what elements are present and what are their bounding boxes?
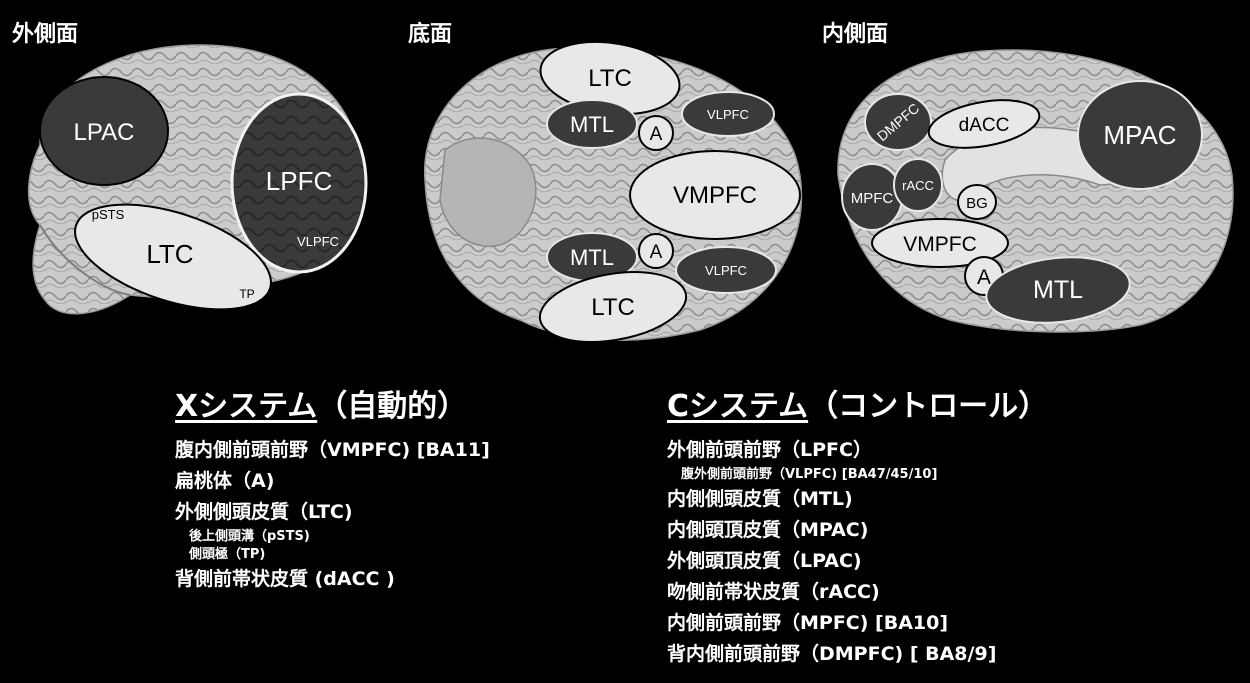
x-system-heading-note: （自動的） bbox=[317, 389, 468, 424]
label-medial-a: A bbox=[977, 266, 991, 289]
label-medial-vmpfc: VMPFC bbox=[903, 233, 977, 256]
c-system-items: 外側前頭前野（LPFC） 腹外側前頭前野（VLPFC) [BA47/45/10] 内… bbox=[667, 435, 1048, 670]
region-ventral-ltc-bottom: LTC bbox=[538, 271, 688, 343]
region-medial-mpfc: MPFC bbox=[841, 163, 903, 231]
region-ventral-vlpfc-top: VLPFC bbox=[681, 91, 775, 137]
label-medial-dacc: dACC bbox=[959, 115, 1010, 136]
c-system-legend: Cシステム（コントロール） 外側前頭前野（LPFC） 腹外側前頭前野（VLPFC)… bbox=[667, 387, 1048, 670]
legend-item: 扁桃体（A) bbox=[175, 470, 275, 492]
legend-subitem: 腹外側前頭前野（VLPFC) [BA47/45/10] bbox=[681, 467, 938, 482]
region-medial-dacc: dACC bbox=[927, 99, 1041, 149]
legend-item: 内側頭頂皮質（MPAC) bbox=[667, 519, 869, 541]
label-ventral-vlpfc-top: VLPFC bbox=[707, 107, 749, 122]
legend-item: 外側前頭前野（LPFC） bbox=[667, 439, 872, 461]
label-lateral-lpfc: LPFC bbox=[266, 166, 332, 196]
region-medial-mtl: MTL bbox=[985, 256, 1131, 324]
label-lateral-ltc: LTC bbox=[146, 239, 193, 269]
region-medial-racc: rACC bbox=[893, 158, 943, 212]
legend-item: 内側前頭前野（MPFC) [BA10] bbox=[667, 612, 949, 634]
label-medial-mpac: MPAC bbox=[1103, 120, 1176, 150]
label-medial-mtl: MTL bbox=[1033, 276, 1083, 304]
legend-item: 内側側頭皮質（MTL) bbox=[667, 488, 853, 510]
label-lateral-vlpfc: VLPFC bbox=[297, 234, 339, 249]
c-system-heading-note: （コントロール） bbox=[808, 389, 1049, 424]
region-ventral-vlpfc-bottom: VLPFC bbox=[675, 246, 777, 294]
label-lateral-lpac: LPAC bbox=[74, 119, 135, 146]
region-ventral-vmpfc: VMPFC bbox=[629, 150, 801, 240]
x-system-legend: Xシステム（自動的） 腹内側前頭前野（VMPFC) [BA11] 扁桃体（A) 外側… bbox=[175, 387, 490, 595]
region-lateral-ltc: LTC pSTS TP bbox=[74, 203, 272, 311]
region-ventral-amygdala-bottom: A bbox=[638, 233, 674, 269]
region-medial-vmpfc: VMPFC bbox=[871, 218, 1009, 268]
legend-item: 腹内側前頭前野（VMPFC) [BA11] bbox=[175, 439, 490, 461]
label-medial-bg: BG bbox=[966, 195, 988, 212]
label-lateral-psts: pSTS bbox=[92, 207, 125, 222]
legend-item: 吻側前帯状皮質（rACC) bbox=[667, 581, 880, 603]
legend-item: 外側側頭皮質（LTC) bbox=[175, 501, 353, 523]
region-lateral-lpac: LPAC bbox=[39, 76, 169, 186]
label-ventral-a-top: A bbox=[650, 124, 663, 145]
region-ventral-mtl-top: MTL bbox=[546, 99, 638, 149]
label-ventral-mtl-bottom: MTL bbox=[570, 245, 614, 270]
region-ventral-ltc-top: LTC bbox=[539, 40, 681, 116]
x-system-items: 腹内側前頭前野（VMPFC) [BA11] 扁桃体（A) 外側側頭皮質（LTC) 後上… bbox=[175, 435, 490, 595]
ventral-view-title: 底面 bbox=[408, 22, 453, 47]
label-ventral-mtl-top: MTL bbox=[570, 112, 614, 137]
region-lateral-lpfc: LPFC VLPFC bbox=[230, 92, 368, 274]
label-ventral-a-bottom: A bbox=[650, 242, 663, 263]
c-system-heading: Cシステム（コントロール） bbox=[667, 387, 1048, 427]
medial-view-title: 内側面 bbox=[822, 22, 889, 47]
label-lateral-tp: TP bbox=[239, 287, 254, 301]
region-medial-mpac: MPAC bbox=[1077, 80, 1203, 190]
region-medial-bg: BG bbox=[957, 184, 997, 220]
label-medial-mpfc: MPFC bbox=[851, 190, 894, 207]
label-ventral-ltc-bottom: LTC bbox=[591, 294, 635, 321]
legend-subitem: 後上側頭溝（pSTS) bbox=[189, 529, 310, 544]
legend-item: 外側頭頂皮質（LPAC) bbox=[667, 550, 862, 572]
legend-item: 背内側前頭前野（DMPFC) [ BA8/9] bbox=[667, 643, 997, 665]
label-medial-racc: rACC bbox=[902, 178, 934, 193]
region-medial-dmpfc: DMPFC bbox=[864, 93, 932, 151]
x-system-heading: Xシステム（自動的） bbox=[175, 387, 490, 427]
lateral-view-title: 外側面 bbox=[12, 22, 79, 47]
label-ventral-vlpfc-bottom: VLPFC bbox=[705, 263, 747, 278]
brain-region-diagram: LPAC LPFC VLPFC LTC pSTS TP LTC MTL A VL… bbox=[28, 40, 1234, 343]
region-ventral-mtl-bottom: MTL bbox=[546, 232, 638, 282]
legend-item: 背側前帯状皮質 (dACC ) bbox=[175, 568, 395, 590]
x-system-heading-title: Xシステム bbox=[175, 389, 318, 424]
label-ventral-ltc-top: LTC bbox=[588, 65, 632, 92]
legend-subitem: 側頭極（TP) bbox=[189, 547, 266, 562]
c-system-heading-title: Cシステム bbox=[667, 389, 809, 424]
label-ventral-vmpfc: VMPFC bbox=[673, 182, 757, 209]
region-ventral-amygdala-top: A bbox=[638, 115, 674, 151]
